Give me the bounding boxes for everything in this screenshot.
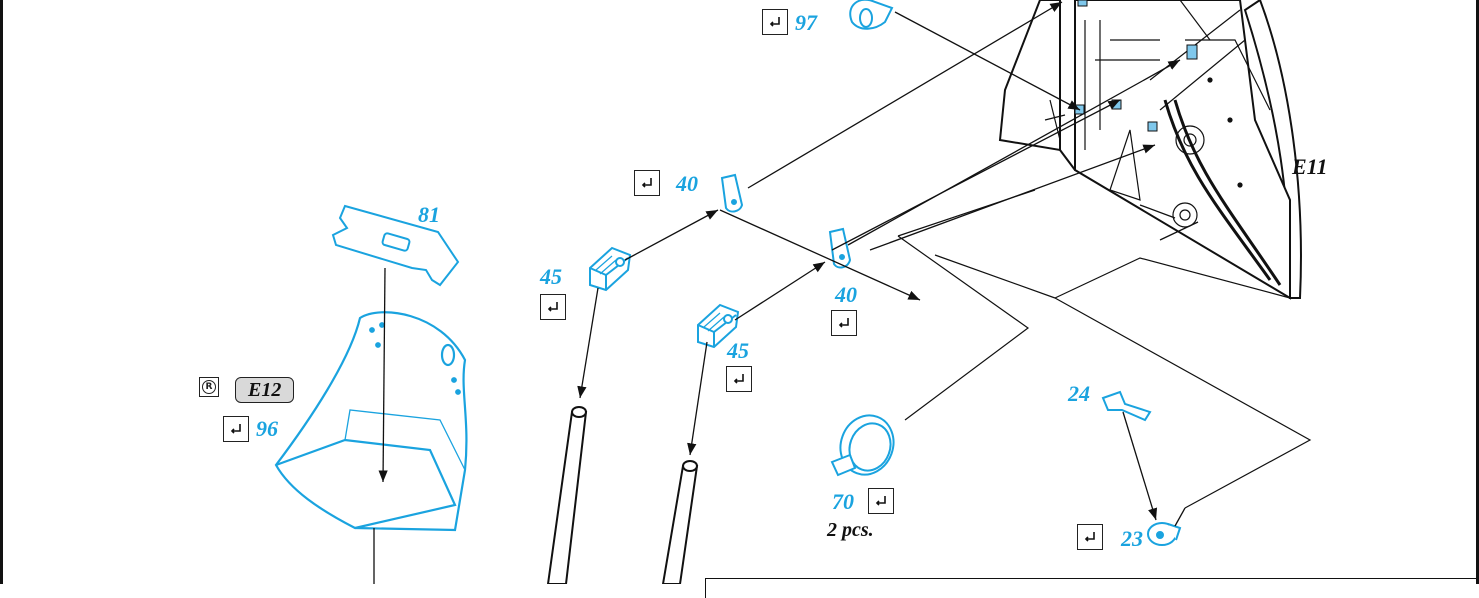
part-number-81: 81 bbox=[418, 202, 440, 227]
check-box-icon[interactable] bbox=[540, 294, 566, 320]
part-97-shape bbox=[849, 0, 894, 30]
page-frame bbox=[0, 0, 1479, 584]
check-box-icon[interactable] bbox=[726, 366, 752, 392]
part-number-96: 96 bbox=[256, 416, 278, 441]
part-70-shape bbox=[830, 414, 895, 477]
check-box-icon[interactable] bbox=[868, 488, 894, 514]
part-45-upper-shape bbox=[589, 246, 632, 292]
r-circle-icon: R bbox=[199, 377, 219, 397]
part-70-quantity: 2 pcs. bbox=[827, 519, 874, 541]
part-40-upper-shape bbox=[720, 173, 744, 213]
assembly-arrows bbox=[378, 1, 1181, 521]
part-number-97: 97 bbox=[795, 10, 817, 35]
check-box-icon[interactable] bbox=[634, 170, 660, 196]
leader-lines bbox=[373, 204, 1199, 584]
check-mark-icon bbox=[1084, 532, 1095, 542]
check-mark-icon bbox=[838, 318, 849, 328]
instrument-panel-details bbox=[1044, 0, 1282, 286]
part-24-shape bbox=[1101, 390, 1152, 422]
part-number-24: 24 bbox=[1068, 381, 1090, 406]
assembly-label-e12: E12 bbox=[235, 377, 295, 403]
part-number-40-lower: 40 bbox=[835, 282, 857, 307]
check-mark-icon bbox=[769, 17, 780, 27]
check-mark-icon bbox=[875, 496, 886, 506]
check-box-icon[interactable] bbox=[762, 9, 788, 35]
check-mark-icon bbox=[733, 374, 744, 384]
rod-right bbox=[661, 460, 699, 584]
part-number-45-lower: 45 bbox=[727, 338, 749, 363]
check-box-icon[interactable] bbox=[223, 416, 249, 442]
check-mark-icon bbox=[230, 424, 241, 434]
check-mark-icon bbox=[641, 178, 652, 188]
part-40-lower-shape bbox=[828, 227, 852, 269]
assembly-diagram bbox=[274, 0, 1312, 584]
part-45-lower-shape bbox=[697, 303, 740, 349]
check-mark-icon bbox=[547, 302, 558, 312]
rod-left bbox=[546, 406, 588, 584]
assembly-label-e11: E11 bbox=[1292, 154, 1328, 179]
check-box-icon[interactable] bbox=[831, 310, 857, 336]
part-number-40-upper: 40 bbox=[676, 171, 698, 196]
part-96-seat-shape bbox=[274, 311, 468, 532]
detail-callout-lines bbox=[897, 189, 1312, 509]
check-box-icon[interactable] bbox=[1077, 524, 1103, 550]
part-23-shape bbox=[1147, 522, 1182, 546]
info-box-border bbox=[705, 578, 1479, 598]
part-number-45-upper: 45 bbox=[540, 264, 562, 289]
part-number-70: 70 bbox=[832, 489, 854, 514]
instrument-panel-e11 bbox=[998, 0, 1302, 300]
part-number-23: 23 bbox=[1121, 526, 1143, 551]
part-81-shape bbox=[331, 204, 460, 287]
